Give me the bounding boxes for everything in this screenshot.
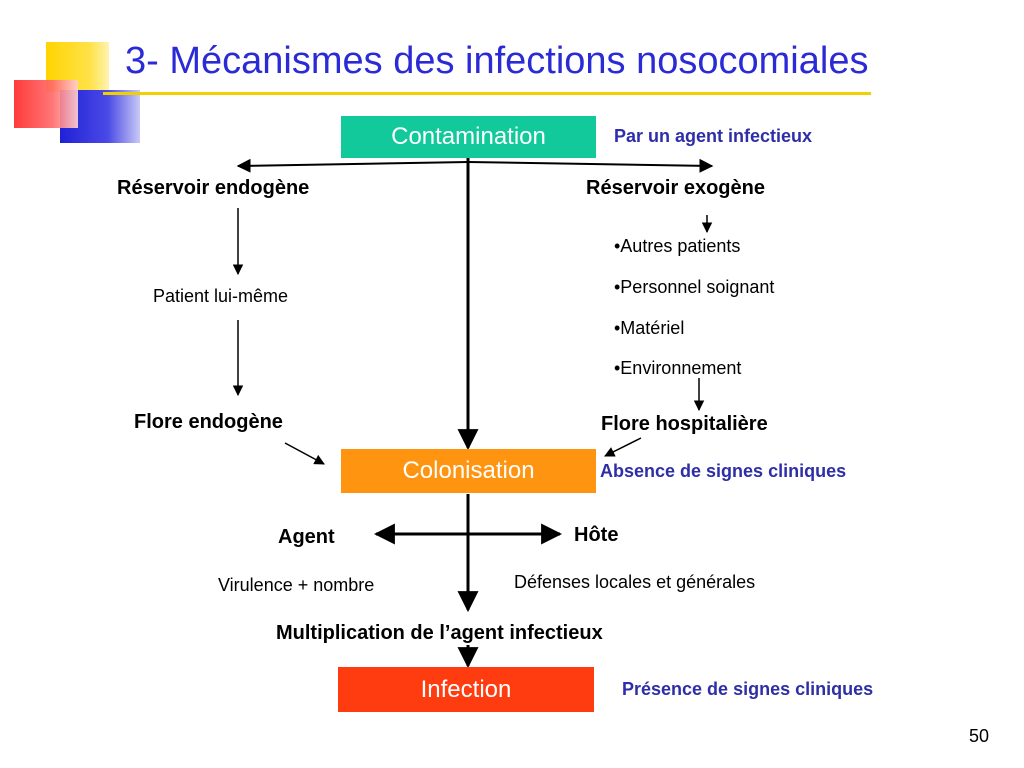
title-underline (103, 92, 871, 95)
host-detail: Défenses locales et générales (514, 572, 756, 592)
flore-endogene-label: Flore endogène (134, 411, 283, 433)
patient-lui-meme-label: Patient lui-même (153, 286, 289, 306)
reservoir-endogene-label: Réservoir endogène (117, 177, 310, 199)
page-number: 50 (968, 726, 989, 746)
exogenous-source-item: •Autres patients (614, 236, 741, 256)
exogenous-source-item: •Matériel (614, 318, 685, 338)
exogenous-source-item: •Environnement (614, 358, 742, 378)
arrow-flore-endogene-to-colonisation (284, 442, 325, 465)
exogenous-source-item: •Personnel soignant (614, 277, 775, 297)
reservoir-exogene-label: Réservoir exogène (586, 177, 765, 199)
contamination-box: Contamination (341, 116, 596, 158)
red-square (14, 80, 78, 128)
host-label: Hôte (574, 524, 619, 546)
flore-hospitaliere-label: Flore hospitalière (601, 413, 768, 435)
colonisation-box: Colonisation (341, 449, 596, 493)
multiplication-label: Multiplication de l’agent infectieux (276, 622, 603, 644)
agent-detail: Virulence + nombre (218, 575, 375, 595)
slide-title: 3- Mécanismes des infections nosocomiale… (125, 40, 869, 82)
infection-note: Présence de signes cliniques (622, 679, 874, 699)
contamination-note: Par un agent infectieux (614, 126, 813, 146)
colonisation-note: Absence de signes cliniques (600, 461, 847, 481)
agent-label: Agent (278, 526, 335, 548)
arrow-flore-hospitaliere-to-colonisation (604, 437, 642, 457)
arrow-to-reservoir-exogene (467, 158, 714, 173)
infection-box: Infection (338, 667, 594, 712)
arrow-to-reservoir-endogene (236, 158, 469, 173)
